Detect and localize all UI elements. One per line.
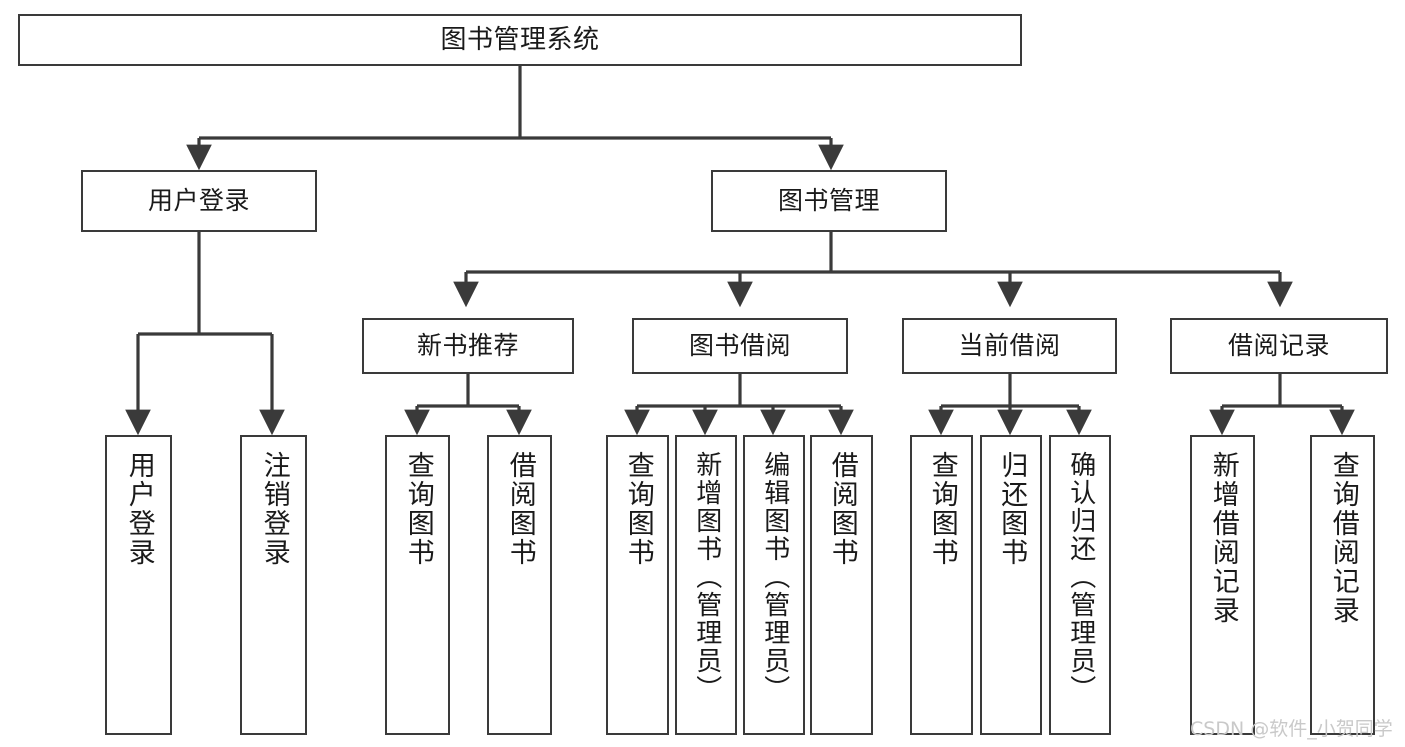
node-leaf-query-book-2-label: 查询图书: [622, 451, 654, 567]
node-leaf-query-book-1-label: 查询图书: [402, 451, 434, 567]
node-leaf-user-login[interactable]: 用户登录: [105, 435, 172, 735]
node-leaf-add-record[interactable]: 新增借阅记录: [1190, 435, 1255, 735]
node-leaf-query-record-label: 查询借阅记录: [1327, 451, 1359, 625]
node-leaf-edit-book-label: 编辑图书（管理员）: [759, 451, 790, 703]
node-book-borrow[interactable]: 图书借阅: [632, 318, 848, 374]
node-leaf-add-book[interactable]: 新增图书（管理员）: [675, 435, 737, 735]
node-book-manage[interactable]: 图书管理: [711, 170, 947, 232]
node-leaf-query-book-2[interactable]: 查询图书: [606, 435, 669, 735]
node-leaf-logout[interactable]: 注销登录: [240, 435, 307, 735]
node-borrow-record-label: 借阅记录: [1227, 331, 1330, 361]
node-leaf-borrow-book-2[interactable]: 借阅图书: [810, 435, 873, 735]
node-leaf-add-book-label: 新增图书（管理员）: [691, 451, 722, 703]
node-leaf-confirm-return-label: 确认归还（管理员）: [1065, 451, 1096, 703]
node-root-label: 图书管理系统: [440, 24, 600, 55]
node-leaf-add-record-label: 新增借阅记录: [1207, 451, 1239, 625]
node-new-book-rec-label: 新书推荐: [416, 331, 519, 361]
node-leaf-logout-label: 注销登录: [258, 451, 290, 567]
node-user-login[interactable]: 用户登录: [81, 170, 317, 232]
node-user-login-label: 用户登录: [147, 186, 250, 216]
csdn-watermark: CSDN @软件_小贺同学: [1190, 718, 1393, 740]
node-root[interactable]: 图书管理系统: [18, 14, 1022, 66]
node-leaf-user-login-label: 用户登录: [123, 451, 155, 567]
node-leaf-borrow-book-1-label: 借阅图书: [504, 451, 536, 567]
node-leaf-query-book-1[interactable]: 查询图书: [385, 435, 450, 735]
node-leaf-confirm-return[interactable]: 确认归还（管理员）: [1049, 435, 1111, 735]
node-leaf-query-book-3[interactable]: 查询图书: [910, 435, 973, 735]
node-borrow-record[interactable]: 借阅记录: [1170, 318, 1388, 374]
node-current-borrow[interactable]: 当前借阅: [902, 318, 1117, 374]
node-leaf-edit-book[interactable]: 编辑图书（管理员）: [743, 435, 805, 735]
node-leaf-return-book[interactable]: 归还图书: [980, 435, 1042, 735]
node-new-book-rec[interactable]: 新书推荐: [362, 318, 574, 374]
node-leaf-return-book-label: 归还图书: [996, 451, 1028, 567]
node-book-borrow-label: 图书借阅: [688, 331, 791, 361]
node-leaf-query-book-3-label: 查询图书: [926, 451, 958, 567]
node-book-manage-label: 图书管理: [777, 186, 880, 216]
node-leaf-borrow-book-2-label: 借阅图书: [826, 451, 858, 567]
node-current-borrow-label: 当前借阅: [958, 331, 1061, 361]
node-leaf-borrow-book-1[interactable]: 借阅图书: [487, 435, 552, 735]
node-leaf-query-record[interactable]: 查询借阅记录: [1310, 435, 1375, 735]
